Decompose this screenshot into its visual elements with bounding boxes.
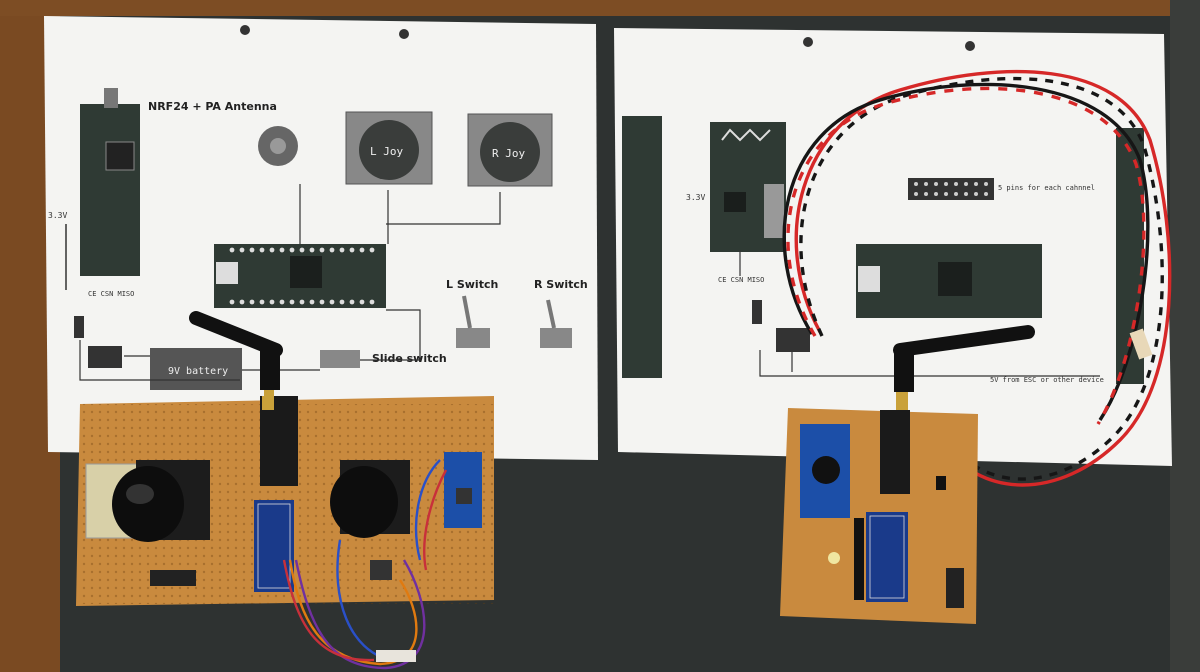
toggle-switch-component	[370, 560, 392, 580]
nrf24-pa-module	[260, 396, 298, 486]
slide-switch-label: Slide switch	[372, 352, 447, 365]
nrf-chip-drawing	[105, 141, 135, 171]
dark-bar-left	[622, 116, 662, 378]
left-nrf-pin-labels: CE CSN MISO	[88, 290, 134, 298]
punch-hole	[399, 29, 409, 39]
small-ic-rx	[936, 476, 946, 490]
right-toggle-drawing	[540, 328, 572, 348]
right-nrf-pin-labels: CE CSN MISO	[718, 276, 764, 284]
left-joystick-knob	[112, 466, 184, 542]
header-strip-rx	[854, 518, 864, 600]
punch-hole	[803, 37, 813, 47]
left-joystick-label: L Joy	[370, 145, 403, 158]
slide-switch-rx	[946, 568, 964, 608]
nrf24-pa-module-rx	[880, 410, 910, 494]
arduino-nano-board-rx	[866, 512, 908, 602]
header-note: 5 pins for each cahnnel	[998, 184, 1095, 192]
nano-pin-row	[229, 247, 375, 305]
wire-tape	[376, 650, 416, 662]
table-right-dark	[1170, 0, 1200, 672]
nrf-module-title: NRF24 + PA Antenna	[148, 100, 277, 113]
wooden-desk-top	[0, 0, 1200, 16]
right-supply-label: 3.3V	[686, 193, 705, 202]
right-joystick-label: R Joy	[492, 147, 525, 160]
right-joystick-knob	[330, 466, 398, 538]
slide-switch-component	[150, 570, 196, 586]
slide-switch-drawing	[320, 350, 360, 368]
servo-header-drawing	[908, 178, 994, 200]
led-rx	[828, 552, 840, 564]
right-switch-label: R Switch	[534, 278, 588, 291]
left-supply-label: 3.3V	[48, 211, 67, 220]
ribbon-wires	[282, 459, 448, 670]
punch-hole	[965, 41, 975, 51]
cable-tape	[1129, 328, 1153, 360]
right-antenna	[893, 325, 1035, 410]
left-toggle-drawing	[456, 328, 490, 348]
regulator-drawing-right	[776, 328, 810, 352]
battery-label: 9V battery	[168, 366, 228, 377]
battery-drawing	[150, 348, 242, 390]
left-antenna	[189, 311, 283, 406]
punch-hole	[240, 25, 250, 35]
nrf24-module-drawing	[80, 104, 140, 276]
supply-note: 5V from ESC or other device	[990, 376, 1104, 384]
antenna-connector-drawing	[104, 88, 118, 108]
twisted-power-cable	[782, 69, 1172, 487]
regulator-drawing	[88, 346, 122, 368]
left-switch-label: L Switch	[446, 278, 498, 291]
